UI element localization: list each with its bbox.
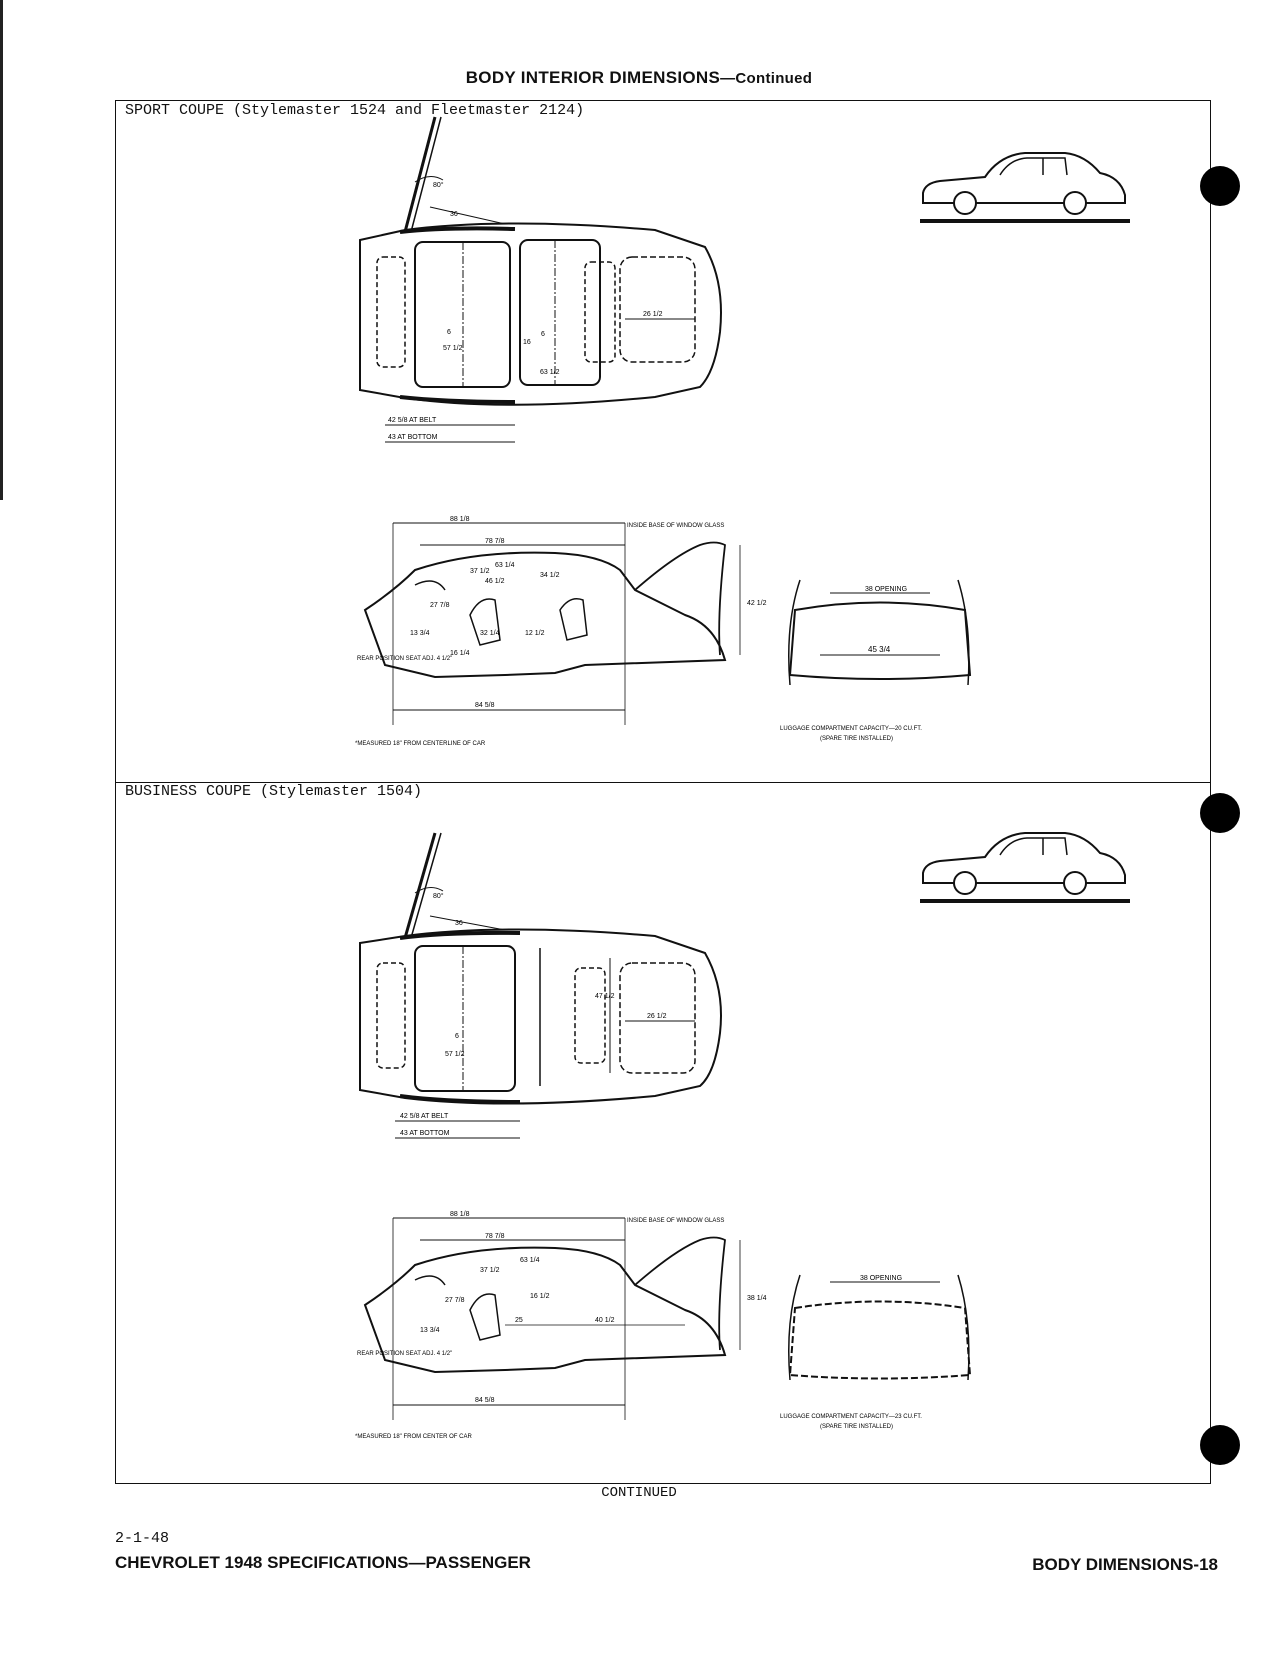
footer-page-label: BODY DIMENSIONS-18 bbox=[1032, 1555, 1218, 1574]
dim-side: 13 3/4 bbox=[410, 630, 430, 637]
section-heading-sport-coupe: SPORT COUPE (Stylemaster 1524 and Fleetm… bbox=[125, 102, 585, 119]
dim-windshield: 36 bbox=[450, 211, 458, 218]
binder-hole bbox=[1200, 1425, 1240, 1465]
spare-note: (SPARE TIRE INSTALLED) bbox=[820, 1424, 893, 1430]
side-view-business-coupe: 88 1/8 INSIDE BASE OF WINDOW GLASS 78 7/… bbox=[355, 1211, 767, 1440]
page-title-suffix: —Continued bbox=[720, 70, 813, 87]
dim-side: 37 1/2 bbox=[470, 568, 490, 575]
dim-plan: 16 bbox=[523, 339, 531, 346]
binder-hole bbox=[1200, 793, 1240, 833]
dim-width-at-bottom: 43 AT BOTTOM bbox=[388, 434, 438, 441]
page-title-text: BODY INTERIOR DIMENSIONS bbox=[465, 68, 721, 87]
dim-luggage-height: 42 1/2 bbox=[747, 600, 767, 607]
car-silhouette-business-coupe bbox=[920, 832, 1130, 903]
dim-side: 13 3/4 bbox=[420, 1327, 440, 1334]
dim-side: 27 7/8 bbox=[445, 1297, 465, 1304]
dim-top-inner: 78 7/8 bbox=[485, 1233, 505, 1240]
luggage-capacity: LUGGAGE COMPARTMENT CAPACITY—23 CU.FT. bbox=[780, 1414, 922, 1420]
section-heading-business-coupe: BUSINESS COUPE (Stylemaster 1504) bbox=[125, 783, 423, 800]
binder-hole bbox=[1200, 166, 1240, 206]
spare-note: (SPARE TIRE INSTALLED) bbox=[820, 736, 893, 742]
dim-side: 27 7/8 bbox=[430, 602, 450, 609]
dim-side: 46 1/2 bbox=[485, 578, 505, 585]
footnote-measured: *MEASURED 18" FROM CENTER OF CAR bbox=[355, 1434, 472, 1440]
continued-label: CONTINUED bbox=[601, 1485, 677, 1501]
dim-top-overall: 88 1/8 bbox=[450, 516, 470, 523]
side-view-sport-coupe: 88 1/8 INSIDE BASE OF WINDOW GLASS 78 7/… bbox=[355, 516, 767, 747]
dim-plan: 6 bbox=[447, 329, 451, 336]
dim-side: 63 1/4 bbox=[520, 1257, 540, 1264]
dim-side: 12 1/2 bbox=[525, 630, 545, 637]
dim-side: 32 1/4 bbox=[480, 630, 500, 637]
dim-side: 37 1/2 bbox=[480, 1267, 500, 1274]
dim-windshield: 36 bbox=[455, 920, 463, 927]
section-divider bbox=[115, 782, 1211, 783]
dim-plan: 6 bbox=[455, 1033, 459, 1040]
luggage-view-business-coupe: 38 OPENING LUGGAGE COMPARTMENT CAPACITY—… bbox=[780, 1274, 972, 1430]
dim-top-inner: 78 7/8 bbox=[485, 538, 505, 545]
scan-edge bbox=[0, 0, 3, 500]
dim-width-at-belt: 42 5/8 AT BELT bbox=[400, 1113, 449, 1120]
glass-note: INSIDE BASE OF WINDOW GLASS bbox=[627, 523, 724, 529]
dim-side: 40 1/2 bbox=[595, 1317, 615, 1324]
dim-luggage-width: 45 3/4 bbox=[868, 645, 891, 654]
dim-plan: 26 1/2 bbox=[643, 311, 663, 318]
glass-note: INSIDE BASE OF WINDOW GLASS bbox=[627, 1218, 724, 1224]
dim-width-at-bottom: 43 AT BOTTOM bbox=[400, 1130, 450, 1137]
dim-plan: 63 1/2 bbox=[540, 369, 560, 376]
footer-publication: CHEVROLET 1948 SPECIFICATIONS—PASSENGER bbox=[115, 1553, 531, 1572]
dim-plan: 6 bbox=[541, 331, 545, 338]
dim-plan: 57 1/2 bbox=[443, 345, 463, 352]
dim-opening: 38 OPENING bbox=[860, 1275, 902, 1282]
dim-windshield-angle: 80° bbox=[433, 892, 444, 900]
car-silhouette-sport-coupe bbox=[920, 152, 1130, 223]
luggage-capacity: LUGGAGE COMPARTMENT CAPACITY—20 CU.FT. bbox=[780, 726, 922, 732]
dim-plan: 47 1/2 bbox=[595, 993, 615, 1000]
dim-opening: 38 OPENING bbox=[865, 586, 907, 593]
dim-side: 63 1/4 bbox=[495, 562, 515, 569]
dim-side: 38 1/4 bbox=[747, 1295, 767, 1302]
luggage-view-sport-coupe: 38 OPENING 45 3/4 LUGGAGE COMPARTMENT CA… bbox=[780, 579, 972, 742]
dim-side: 25 bbox=[515, 1317, 523, 1324]
dim-top-overall: 88 1/8 bbox=[450, 1211, 470, 1218]
footnote-measured: *MEASURED 18" FROM CENTERLINE OF CAR bbox=[355, 741, 486, 747]
dim-width-at-belt: 42 5/8 AT BELT bbox=[388, 417, 437, 424]
dim-side: 16 1/2 bbox=[530, 1293, 550, 1300]
page-date: 2-1-48 bbox=[115, 1530, 170, 1547]
dim-plan: 26 1/2 bbox=[647, 1013, 667, 1020]
dim-side: 34 1/2 bbox=[540, 572, 560, 579]
dim-plan: 57 1/2 bbox=[445, 1051, 465, 1058]
rear-seat-note: REAR POSITION SEAT ADJ. 4 1/2" bbox=[357, 1351, 452, 1357]
rear-seat-note: REAR POSITION SEAT ADJ. 4 1/2" bbox=[357, 656, 452, 662]
content-frame bbox=[115, 100, 1211, 1484]
dim-side: 16 1/4 bbox=[450, 650, 470, 657]
plan-view-sport-coupe: 80° 36 6 57 1/2 16 6 63 1/2 26 1/2 42 5/… bbox=[359, 116, 722, 443]
dim-bottom-overall: 84 5/8 bbox=[475, 702, 495, 709]
dim-bottom-overall: 84 5/8 bbox=[475, 1397, 495, 1404]
dim-windshield-angle: 80° bbox=[433, 181, 444, 189]
plan-view-business-coupe: 80° 36 6 57 1/2 47 1/2 26 1/2 42 5/8 AT … bbox=[359, 832, 722, 1139]
page-title: BODY INTERIOR DIMENSIONS—Continued bbox=[0, 68, 1278, 88]
